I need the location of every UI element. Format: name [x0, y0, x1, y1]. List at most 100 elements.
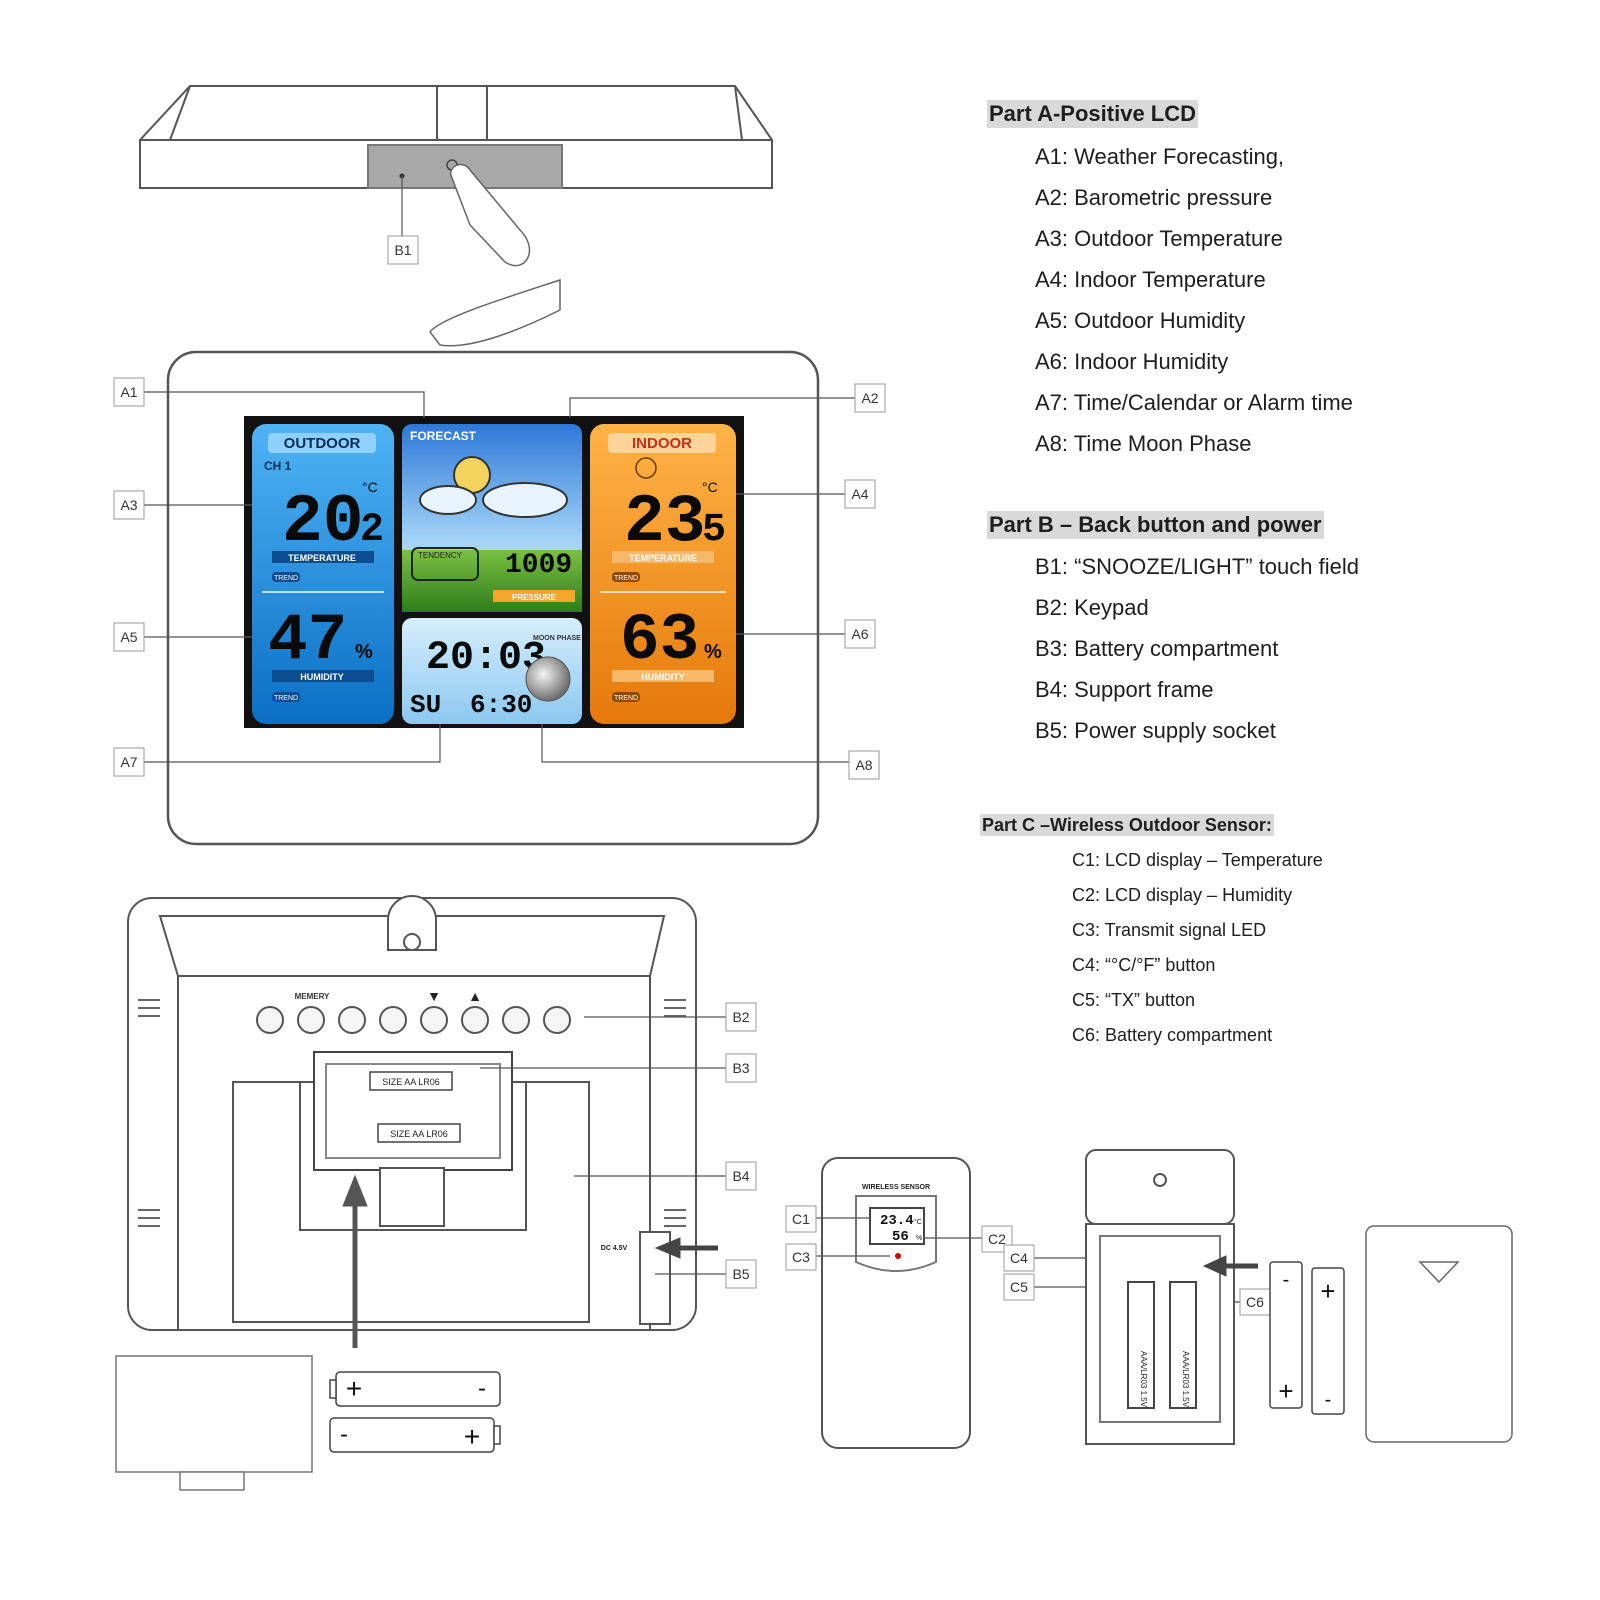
- callout-b2: B2: [725, 1002, 757, 1032]
- outdoor-humidity-trend-label: TREND: [274, 695, 298, 702]
- callout-a8: A8: [848, 750, 880, 780]
- svg-text:C4: C4: [1010, 1250, 1028, 1266]
- legend-item-a5: A5: Outdoor Humidity: [1035, 308, 1246, 333]
- down-arrow-icon: ▼: [427, 988, 441, 1004]
- legend-item-c3: C3: Transmit signal LED: [1072, 920, 1267, 940]
- outdoor-trend-label: TREND: [274, 575, 298, 582]
- svg-text:+: +: [1278, 1376, 1293, 1406]
- indoor-temperature: 23: [624, 484, 706, 561]
- legend-item-a7: A7: Time/Calendar or Alarm time: [1035, 390, 1353, 415]
- sensor-title: WIRELESS SENSOR: [862, 1184, 930, 1191]
- svg-text:C1: C1: [792, 1211, 810, 1227]
- arrow-left-icon: [1202, 1255, 1258, 1277]
- battery-slots: [369, 1071, 461, 1143]
- svg-text:B3: B3: [732, 1060, 749, 1076]
- tendency-label: TENDENCY: [418, 551, 463, 560]
- indoor-panel: INDOOR 23 5 °C TEMPERATURE TREND 63 % HU…: [590, 424, 736, 724]
- outdoor-panel: OUTDOOR CH 1 20 2 °C TEMPERATURE TREND 4…: [252, 424, 394, 724]
- legend-item-a1: A1: Weather Forecasting,: [1035, 144, 1285, 169]
- top-view-station: [139, 85, 773, 189]
- svg-text:C5: C5: [1010, 1279, 1028, 1295]
- svg-text:-: -: [1283, 1269, 1290, 1291]
- svg-text:A7: A7: [120, 754, 137, 770]
- callout-a5: A5: [113, 622, 145, 652]
- svg-text:+: +: [464, 1421, 480, 1452]
- sensor-temperature: 23.4: [880, 1213, 914, 1229]
- outdoor-humidity-label: HUMIDITY: [300, 672, 344, 682]
- callout-a7: A7: [113, 747, 145, 777]
- svg-text:C2: C2: [988, 1231, 1006, 1247]
- callout-c4: C4: [1003, 1244, 1035, 1272]
- callout-a2: A2: [854, 383, 886, 413]
- legend-item-a4: A4: Indoor Temperature: [1035, 267, 1266, 292]
- indoor-trend-label: TREND: [614, 575, 638, 582]
- indoor-humidity-trend-label: TREND: [614, 695, 638, 702]
- up-arrow-icon: ▲: [468, 988, 482, 1004]
- indoor-temp-label: TEMPERATURE: [629, 553, 697, 563]
- legend-item-b5: B5: Power supply socket: [1035, 718, 1276, 743]
- keypad-buttons: [256, 1006, 571, 1034]
- arrow-left-icon: [654, 1237, 718, 1259]
- indoor-temperature-decimal: 5: [702, 508, 726, 553]
- clock-panel: 20:03 MOON PHASE SU 6:30: [402, 618, 582, 724]
- channel-label: CH 1: [264, 459, 292, 473]
- svg-text:C6: C6: [1246, 1294, 1264, 1310]
- pressure-value: 1009: [505, 550, 572, 581]
- legend-item-c2: C2: LCD display – Humidity: [1072, 885, 1293, 905]
- indoor-label: INDOOR: [632, 435, 692, 452]
- aa-battery: - +: [329, 1417, 501, 1453]
- legend-item-b1: B1: “SNOOZE/LIGHT” touch field: [1035, 554, 1359, 579]
- sensor-back: [1085, 1149, 1235, 1445]
- callout-a3: A3: [113, 490, 145, 520]
- legend-item-c4: C4: “°C/°F” button: [1072, 955, 1216, 975]
- moon-phase-label: MOON PHASE: [533, 635, 581, 642]
- svg-text:A8: A8: [855, 757, 872, 773]
- callout-b3: B3: [725, 1053, 757, 1083]
- callout-c6: C6: [1239, 1288, 1271, 1316]
- aaa-battery: + -: [1311, 1267, 1345, 1415]
- battery-size-label-2: SIZE AA LR06: [390, 1129, 448, 1139]
- battery-cover: [115, 1355, 313, 1491]
- sensor-temp-unit: °C: [914, 1218, 922, 1226]
- svg-text:A6: A6: [851, 626, 868, 642]
- svg-text:A5: A5: [120, 629, 137, 645]
- svg-text:B2: B2: [732, 1009, 749, 1025]
- legend-item-c1: C1: LCD display – Temperature: [1072, 850, 1323, 870]
- callout-b4: B4: [725, 1161, 757, 1191]
- indoor-humidity-percent: %: [704, 641, 722, 663]
- part-c-title: Part C –Wireless Outdoor Sensor:: [980, 814, 1274, 836]
- outdoor-label: OUTDOOR: [284, 435, 361, 452]
- legend-item-a3: A3: Outdoor Temperature: [1035, 226, 1283, 251]
- finger-pointer-icon: [429, 163, 561, 347]
- outdoor-temp-unit: °C: [362, 479, 378, 495]
- alarm-time: 6:30: [470, 690, 532, 720]
- aa-battery: + -: [329, 1371, 501, 1407]
- back-view-station: [127, 895, 697, 1331]
- sensor-front: [821, 1157, 971, 1449]
- clock-time: 20:03: [426, 636, 546, 681]
- sensor-humidity: 56: [892, 1229, 909, 1245]
- indoor-temp-unit: °C: [702, 479, 718, 495]
- svg-text:-: -: [340, 1421, 348, 1448]
- svg-text:-: -: [478, 1375, 486, 1402]
- svg-text:A1: A1: [120, 384, 137, 400]
- svg-text:A2: A2: [861, 390, 878, 406]
- legend-item-c5: C5: “TX” button: [1072, 990, 1196, 1010]
- outdoor-humidity-percent: %: [355, 641, 373, 663]
- svg-text:+: +: [1320, 1276, 1335, 1306]
- callout-a6: A6: [844, 619, 876, 649]
- indoor-humidity: 63: [620, 603, 699, 678]
- sensor-humidity-unit: %: [916, 1235, 922, 1242]
- pressure-label: PRESSURE: [512, 593, 557, 602]
- memory-button-label: MEMERY: [295, 992, 330, 1001]
- legend-item-a6: A6: Indoor Humidity: [1035, 349, 1229, 374]
- moon-phase-icon: [525, 656, 571, 702]
- part-a-title: Part A-Positive LCD: [987, 100, 1199, 128]
- callout-b1: B1: [387, 235, 419, 265]
- comfort-face-icon: [635, 457, 657, 479]
- front-leader-lines: [144, 391, 855, 763]
- forecast-label: FORECAST: [410, 429, 477, 443]
- part-b-title: Part B – Back button and power: [987, 511, 1324, 539]
- callout-c5: C5: [1003, 1273, 1035, 1301]
